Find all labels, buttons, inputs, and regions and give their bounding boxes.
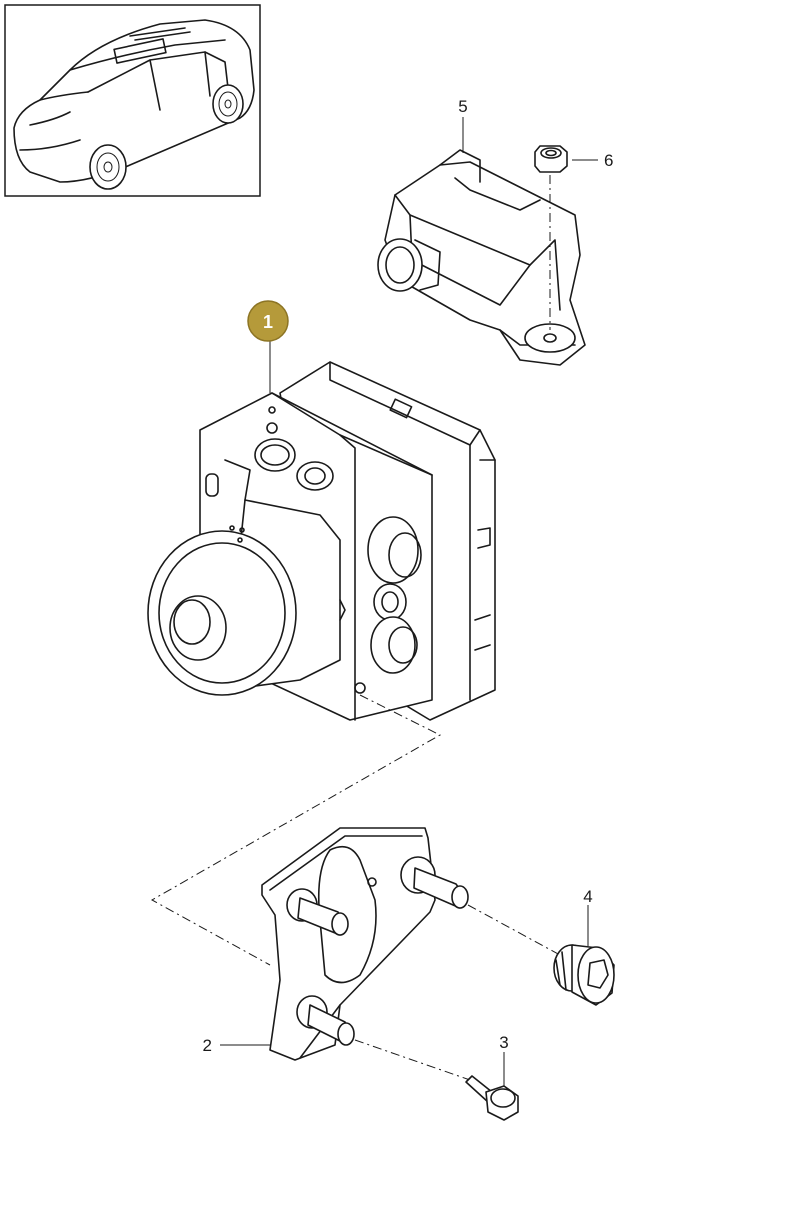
callout-1-label: 1 [263, 312, 273, 332]
part-3-bolt [465, 1075, 519, 1121]
part-2-bracket [261, 827, 469, 1061]
callout-1-badge[interactable]: 1 [247, 300, 289, 342]
bracket-stud-upper [286, 888, 349, 936]
bracket-stud-right [400, 856, 469, 909]
vehicle-thumbnail [4, 4, 261, 197]
part-5-sensor-unit [377, 149, 586, 366]
callout-3-label[interactable]: 3 [499, 1033, 508, 1052]
callout-4-label[interactable]: 4 [583, 887, 592, 906]
part-6-nut [534, 145, 568, 330]
wheel-rear-icon [212, 84, 244, 124]
part-1-hydraulic-unit [147, 361, 496, 721]
suv-outline-icon [13, 19, 255, 183]
bracket-stud-lower [296, 995, 355, 1046]
callout-2-label[interactable]: 2 [203, 1036, 212, 1055]
callout-5-label[interactable]: 5 [458, 97, 467, 116]
part-4-rubber-mount [553, 944, 615, 1006]
wheel-front-icon [89, 144, 127, 190]
callout-6-label[interactable]: 6 [604, 151, 613, 170]
